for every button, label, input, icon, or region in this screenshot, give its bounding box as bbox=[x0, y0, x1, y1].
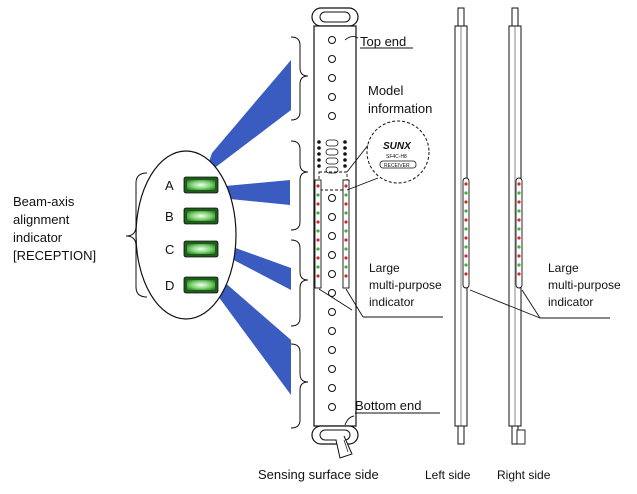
right-side-view bbox=[508, 7, 526, 445]
top-end-callout: Top end bbox=[344, 34, 413, 49]
caption-right-side: Right side bbox=[497, 468, 551, 482]
left-side-view bbox=[454, 7, 470, 445]
svg-text:Model: Model bbox=[368, 83, 404, 98]
beam-axis-label: Beam-axis alignment indicator [RECEPTION… bbox=[13, 194, 96, 263]
svg-text:indicator: indicator bbox=[13, 230, 63, 245]
indicator-c: C bbox=[165, 240, 219, 258]
caption-sensing-surface-side: Sensing surface side bbox=[258, 467, 379, 482]
svg-text:[RECEPTION]: [RECEPTION] bbox=[13, 248, 96, 263]
beam-axis-brace bbox=[125, 172, 148, 298]
bottom-end-label: Bottom end bbox=[355, 398, 422, 413]
svg-text:information: information bbox=[368, 101, 432, 116]
large-mp-indicator-side-callout: Large multi-purpose indicator bbox=[469, 261, 621, 319]
svg-text:multi-purpose: multi-purpose bbox=[369, 278, 442, 292]
svg-text:Beam-axis: Beam-axis bbox=[13, 194, 75, 209]
wedge-a bbox=[204, 60, 291, 176]
top-end-label: Top end bbox=[360, 34, 406, 49]
indicator-b: B bbox=[165, 207, 219, 225]
indicator-leds: A B C D bbox=[165, 176, 219, 294]
model-info-magnifier: SUNX SF4C-H8 RECEIVER bbox=[346, 120, 430, 191]
svg-text:indicator: indicator bbox=[548, 295, 593, 309]
badge-model: SF4C-H8 bbox=[386, 154, 407, 160]
indicator-a: A bbox=[165, 176, 219, 194]
sensor-section-braces bbox=[290, 36, 309, 429]
beam-wedges bbox=[204, 60, 291, 395]
small-indicator-block bbox=[317, 139, 348, 191]
large-mp-indicator-center-callout: Large multi-purpose indicator bbox=[318, 261, 443, 318]
wedge-b bbox=[220, 180, 290, 205]
indicator-oval bbox=[135, 150, 237, 320]
indicator-letter-b: B bbox=[165, 209, 174, 224]
indicator-d: D bbox=[165, 276, 219, 294]
wedge-d bbox=[215, 280, 291, 395]
svg-text:multi-purpose: multi-purpose bbox=[548, 278, 621, 292]
indicator-letter-a: A bbox=[165, 178, 174, 193]
front-led-strip-left bbox=[314, 179, 322, 289]
front-led-dots bbox=[316, 184, 348, 278]
bottom-end-callout: Bottom end bbox=[344, 398, 440, 426]
model-information-label: Model information bbox=[368, 83, 432, 116]
beam-holes bbox=[328, 36, 336, 411]
svg-text:Large: Large bbox=[369, 261, 400, 275]
badge-tag: RECEIVER bbox=[384, 163, 410, 169]
wedge-c bbox=[226, 246, 291, 290]
svg-text:alignment: alignment bbox=[13, 212, 70, 227]
front-led-strip-right bbox=[342, 179, 350, 289]
svg-text:indicator: indicator bbox=[369, 295, 414, 309]
indicator-letter-c: C bbox=[165, 242, 174, 257]
svg-text:Large: Large bbox=[548, 261, 579, 275]
badge-brand: SUNX bbox=[383, 141, 412, 152]
indicator-letter-d: D bbox=[165, 278, 174, 293]
caption-left-side: Left side bbox=[425, 468, 471, 482]
